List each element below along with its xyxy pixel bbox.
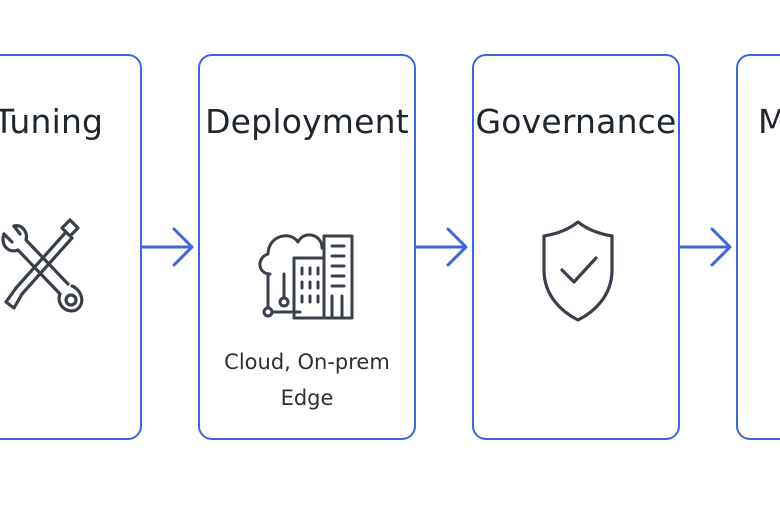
stage-card-tuning: Tuning: [0, 54, 142, 440]
tools-icon: [1, 218, 84, 313]
stage-card-governance: Governance: [472, 54, 680, 440]
stage-title-governance: Governance: [475, 102, 677, 141]
right-arrow-icon: [678, 227, 732, 267]
cloud-buildings-icon: [258, 233, 354, 320]
stage-subtitle-line-2: Edge: [280, 386, 334, 410]
stage-card-partial: M: [736, 54, 780, 440]
stage-title-deployment: Deployment: [205, 102, 409, 141]
stage-subtitle-line-1: Cloud, On-prem: [224, 350, 390, 374]
shield-check-icon: [542, 220, 614, 322]
stage-card-deployment: Deployment: [198, 54, 416, 440]
right-arrow-icon: [414, 227, 468, 267]
stage-title-tuning: Tuning: [0, 102, 104, 141]
right-arrow-icon: [140, 227, 194, 267]
stage-title-partial: M: [758, 102, 780, 141]
